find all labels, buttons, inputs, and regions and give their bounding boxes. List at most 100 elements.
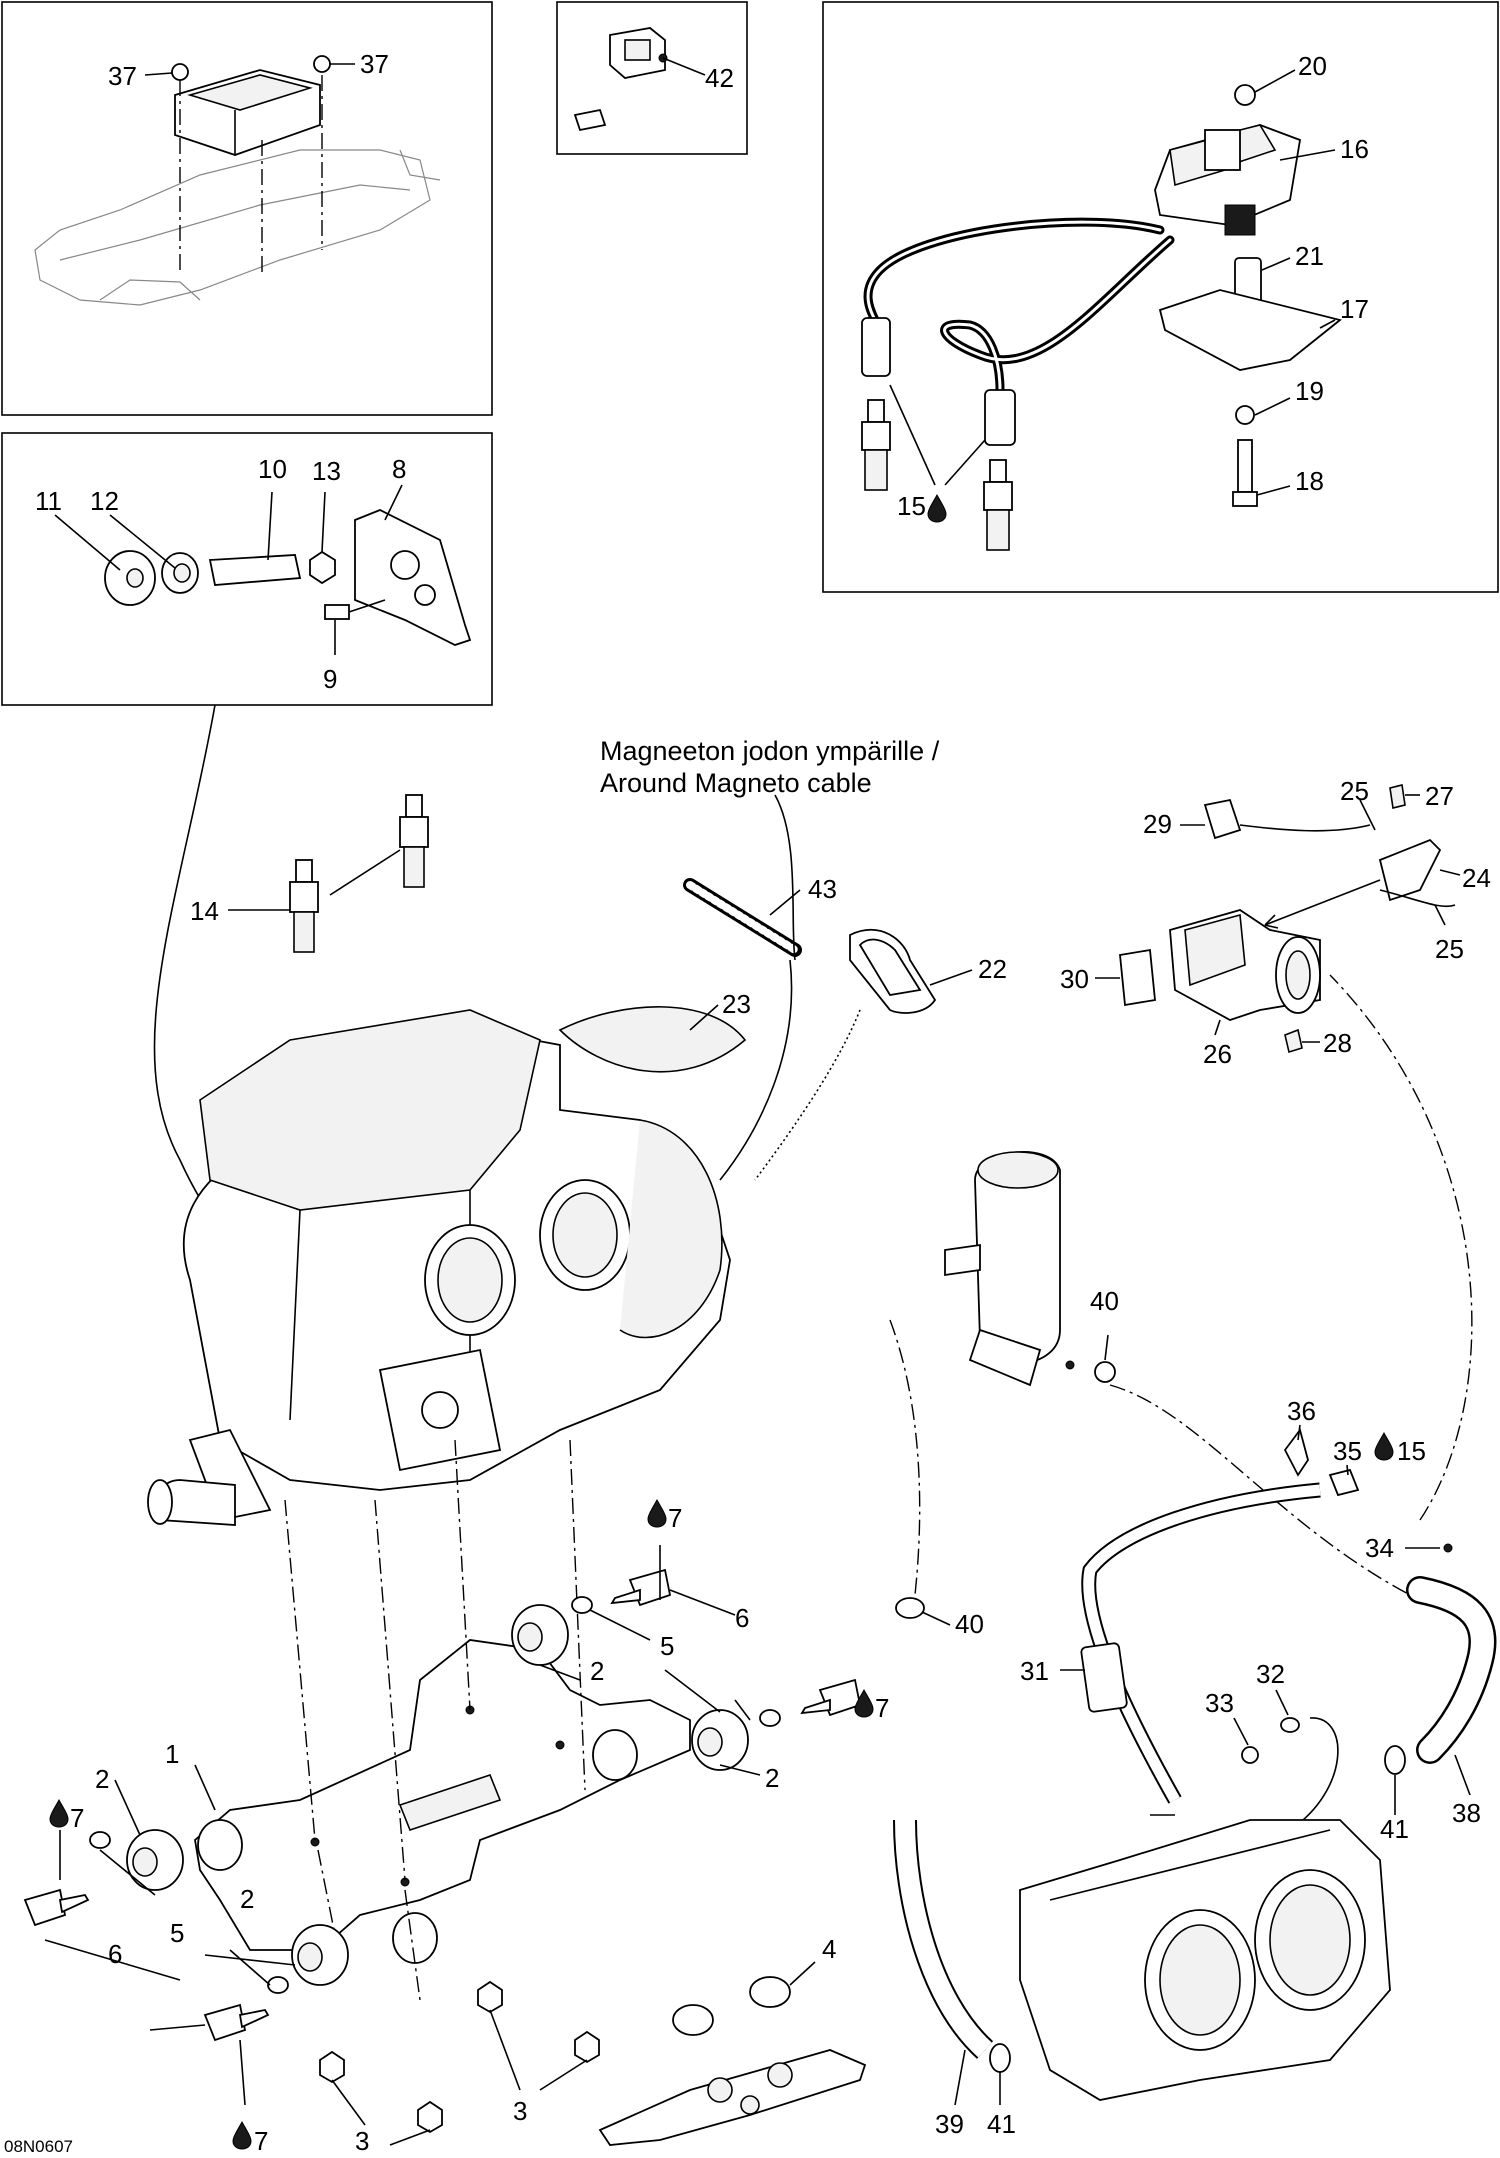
- cable-end-34-icon: [1443, 1543, 1453, 1553]
- clamp-41a-icon: [989, 2043, 1011, 2073]
- nut-3b-icon: [574, 2030, 600, 2064]
- nut-3d-icon: [417, 2100, 443, 2134]
- callout-3-a: 3: [513, 2096, 527, 2126]
- oil-tank-filter: [944, 1150, 1061, 1387]
- callout-34: 34: [1365, 1533, 1394, 1563]
- inset-frame-ignition-coil: [822, 1, 1499, 593]
- callout-1: 1: [165, 1739, 179, 1769]
- bolt-6a-icon: [610, 1568, 672, 1607]
- callout-19: 19: [1295, 376, 1324, 406]
- adjuster-35-icon: [1328, 1468, 1360, 1497]
- callout-37-right: 37: [360, 49, 389, 79]
- carburetor-assembly: [1019, 1819, 1391, 2101]
- throttle-housing-26: [1169, 909, 1321, 1021]
- bolt-18-icon: [1232, 439, 1258, 507]
- washer-5c-icon: [89, 1831, 111, 1849]
- nut-3a-icon: [477, 1980, 503, 2014]
- nut-37-left-icon: [171, 63, 189, 81]
- switch-lever-24-icon: [1378, 838, 1456, 908]
- callout-6-b: 6: [108, 1939, 122, 1969]
- callout-2-a: 2: [590, 1656, 604, 1686]
- callout-12: 12: [90, 486, 119, 516]
- note-line-1: Magneeton jodon ympärille /: [600, 736, 940, 766]
- throttle-cable-31: [1080, 1482, 1321, 1804]
- callout-35: 35: [1333, 1436, 1362, 1466]
- ignition-coil-16: [1154, 124, 1302, 236]
- callout-31: 31: [1020, 1656, 1049, 1686]
- callout-2-c: 2: [95, 1764, 109, 1794]
- callout-27: 27: [1425, 781, 1454, 811]
- oil-drop-icon: [927, 493, 947, 523]
- clamp-41b-icon: [1384, 1745, 1406, 1775]
- callout-42: 42: [705, 63, 734, 93]
- callout-36: 36: [1287, 1396, 1316, 1426]
- callout-14: 14: [190, 896, 219, 926]
- callout-7-d: 7: [254, 2126, 268, 2156]
- ring-11-icon: [104, 550, 156, 606]
- fuel-hose-39: [893, 1819, 994, 2059]
- callout-2-b: 2: [765, 1763, 779, 1793]
- washer-32-icon: [1280, 1717, 1300, 1733]
- nut-3c-icon: [319, 2050, 345, 2084]
- plug-cap-a: [861, 317, 891, 377]
- plate-4-icon: [598, 1976, 867, 2146]
- callout-18: 18: [1295, 466, 1324, 496]
- clip-33-icon: [1241, 1746, 1259, 1764]
- callout-9: 9: [323, 664, 337, 694]
- drawing-code: 08N0607: [4, 2137, 73, 2156]
- callout-28: 28: [1323, 1028, 1352, 1058]
- callout-33: 33: [1205, 1688, 1234, 1718]
- callout-15-coil: 15: [897, 491, 926, 521]
- washer-5a-icon: [571, 1596, 593, 1614]
- callout-41-bottom: 41: [987, 2109, 1016, 2139]
- callout-23: 23: [722, 989, 751, 1019]
- callout-4: 4: [822, 1934, 836, 1964]
- callout-40-upper: 40: [1090, 1286, 1119, 1316]
- sensor-42-icon: [573, 27, 668, 132]
- clamp-40b-icon: [895, 1597, 925, 1619]
- switch-29-icon: [1203, 798, 1371, 840]
- callout-21: 21: [1295, 241, 1324, 271]
- spark-plug-14a-icon: [399, 794, 429, 888]
- clamp-40a-icon: [1065, 1360, 1116, 1383]
- note-line-2: Around Magneto cable: [600, 768, 872, 798]
- callout-6-a: 6: [735, 1603, 749, 1633]
- callout-5-a: 5: [660, 1631, 674, 1661]
- engine-mount-plate-1: [194, 1639, 691, 1964]
- boot-36-icon: [1283, 1427, 1309, 1477]
- spark-plug-15a-icon: [861, 399, 891, 491]
- callout-26: 26: [1203, 1039, 1232, 1069]
- pto-bracket-8: [354, 509, 472, 646]
- callout-3-b: 3: [355, 2126, 369, 2156]
- sleeve-10-icon: [208, 554, 302, 586]
- plug-cap-b: [984, 389, 1016, 446]
- engine-block: [147, 1009, 731, 1526]
- callout-22: 22: [978, 954, 1007, 984]
- washer-5d-icon: [267, 1976, 289, 1994]
- rubber-mount-2d-icon: [291, 1924, 349, 1986]
- callout-7-a: 7: [668, 1503, 682, 1533]
- nut-13-icon: [309, 550, 336, 585]
- bracket-17-icon: [1158, 289, 1342, 371]
- rubber-mount-2c-icon: [126, 1829, 184, 1891]
- rewind-rope: [754, 1009, 861, 1181]
- callout-15-lower: 15: [1397, 1436, 1426, 1466]
- cover-23-icon: [558, 1006, 747, 1073]
- ring-12-icon: [161, 552, 199, 594]
- callout-10: 10: [258, 454, 287, 484]
- bolt-6c-icon: [23, 1888, 90, 1927]
- callout-39: 39: [935, 2109, 964, 2139]
- callout-30: 30: [1060, 964, 1089, 994]
- callout-2-d: 2: [240, 1884, 254, 1914]
- callout-32: 32: [1256, 1659, 1285, 1689]
- bolt-6b-icon: [800, 1678, 862, 1717]
- spark-plug-14b-icon: [289, 859, 319, 953]
- callout-20: 20: [1298, 51, 1327, 81]
- hose-38: [1406, 1576, 1497, 1764]
- cover-30-icon: [1119, 948, 1156, 1007]
- callout-7-b: 7: [875, 1693, 889, 1723]
- callout-8: 8: [392, 454, 406, 484]
- callout-16: 16: [1340, 134, 1369, 164]
- callout-38: 38: [1452, 1798, 1481, 1828]
